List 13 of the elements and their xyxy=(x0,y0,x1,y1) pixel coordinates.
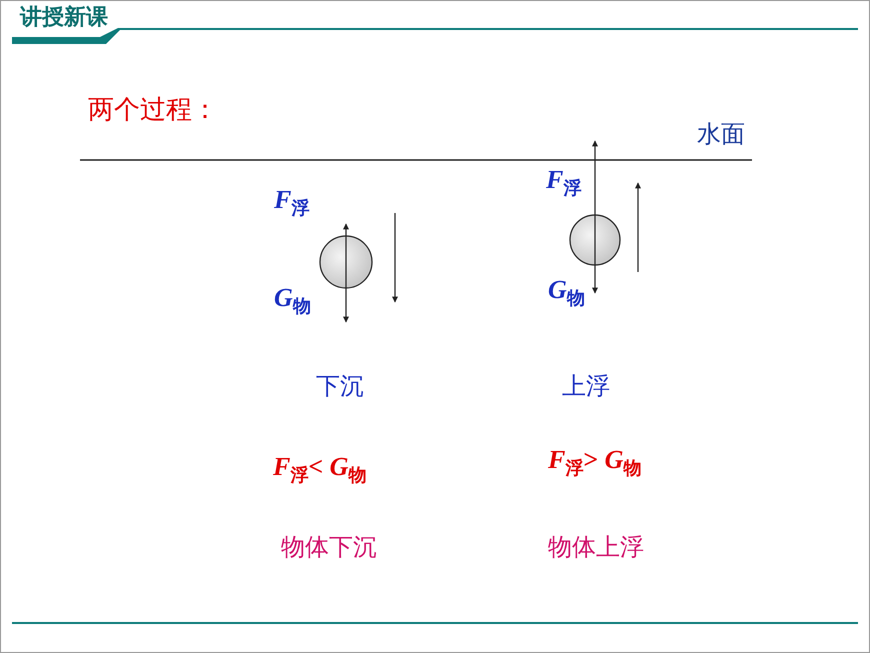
water-surface-label: 水面 xyxy=(697,121,745,148)
force-label: F$_{浮}$ xyxy=(274,186,310,220)
section-heading: 讲授新课 xyxy=(20,6,108,30)
state-label: 下沉 xyxy=(316,373,364,400)
force-relation: F$_{浮}$> G$_{物}$ xyxy=(548,446,642,480)
heading: 两个过程： xyxy=(88,96,218,125)
force-label: F$_{浮}$ xyxy=(546,166,582,200)
state-label: 上浮 xyxy=(562,373,610,400)
force-label: G$_{物}$ xyxy=(548,276,585,310)
force-relation: F$_{浮}$< G$_{物}$ xyxy=(273,453,366,486)
conclusion-text: 物体上浮 xyxy=(548,534,644,560)
conclusion-text: 物体下沉 xyxy=(281,534,377,560)
force-label: G$_{物}$ xyxy=(274,284,311,318)
